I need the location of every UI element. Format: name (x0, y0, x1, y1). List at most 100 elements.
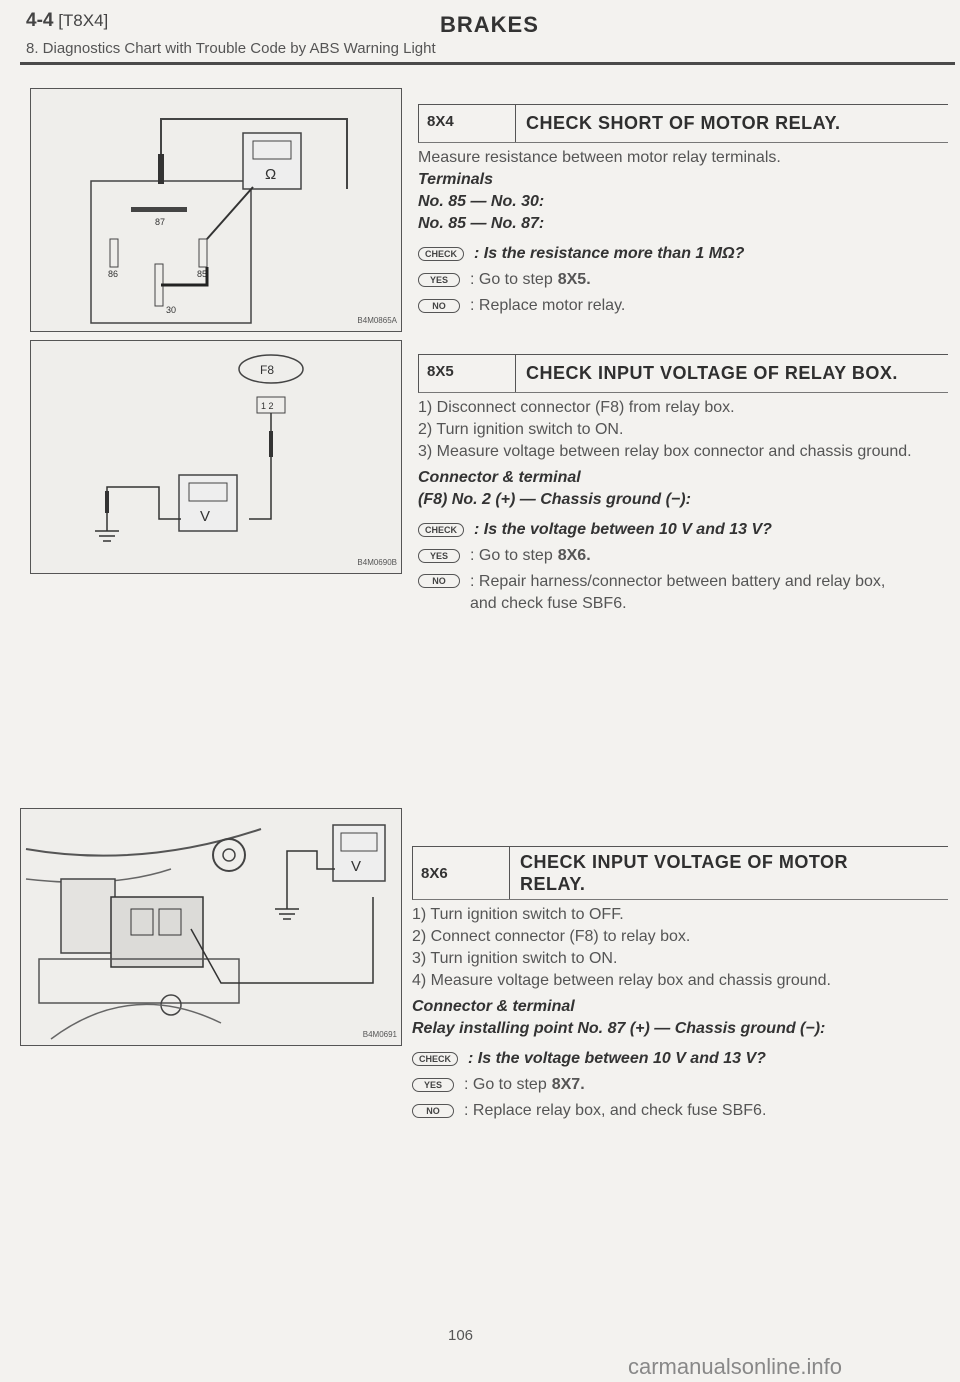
meter-probe (206, 186, 254, 240)
strut-mount-center (222, 848, 236, 862)
volt-symbol: V (351, 858, 361, 875)
probe-lead-positive (249, 413, 272, 520)
engine-bay-diagram: V (25, 824, 386, 1040)
probe-lead-bottom (161, 267, 209, 287)
check-row: CHECK : Is the voltage between 10 V and … (418, 519, 948, 541)
yes-badge: YES (418, 549, 460, 563)
step-title: CHECK INPUT VOLTAGE OF MOTOR RELAY. (520, 852, 848, 894)
battery-box (60, 878, 116, 954)
step-header: 8X6 CHECK INPUT VOLTAGE OF MOTOR RELAY. (412, 846, 948, 900)
check-question: : Is the resistance more than 1 MΩ? (474, 245, 745, 262)
relay-box (110, 896, 204, 968)
voltmeter (332, 824, 386, 882)
yes-row: YES : Go to step 8X7. (412, 1074, 948, 1096)
procedure-step: 3) Measure voltage between relay box con… (418, 443, 912, 460)
spec-line: No. 85 — No. 30: (418, 193, 545, 210)
procedure-step: 1) Disconnect connector (F8) from relay … (418, 399, 735, 416)
step-id: 8X5 (419, 355, 516, 392)
ohmmeter-display (252, 140, 292, 160)
no-row: NO : Repair harness/connector between ba… (418, 571, 948, 615)
yes-row: YES : Go to step 8X6. (418, 545, 948, 567)
step-title: CHECK INPUT VOLTAGE OF RELAY BOX. (526, 363, 898, 383)
check-badge: CHECK (418, 523, 465, 537)
relay-ohmmeter-diagram: 87 86 85 30 Ω (90, 118, 348, 324)
spec-heading: Terminals (418, 171, 493, 188)
step-intro: Measure resistance between motor relay t… (418, 149, 781, 166)
yes-target: 8X6. (557, 547, 591, 564)
relay-body (90, 180, 252, 324)
figure-code: B4M0690B (357, 558, 397, 567)
yes-target: 8X7. (551, 1076, 585, 1093)
watermark: carmanualsonline.info (628, 1354, 843, 1379)
section-tag: [T8X4] (58, 11, 109, 30)
yes-text: : Go to step (470, 547, 553, 564)
spec-heading: Connector & terminal (418, 469, 581, 486)
relay-slot-2 (158, 908, 182, 936)
step-header: 8X5 CHECK INPUT VOLTAGE OF RELAY BOX. (418, 354, 948, 393)
terminal-87-blade (158, 154, 164, 184)
spec-line: No. 85 — No. 87: (418, 215, 545, 232)
spec-line: Relay installing point No. 87 (+) — Chas… (412, 1020, 826, 1037)
relay-slot-1 (130, 908, 154, 936)
body-panel-line (25, 828, 262, 857)
no-badge: NO (418, 299, 460, 313)
step-id: 8X6 (413, 847, 510, 899)
spec-heading: Connector & terminal (412, 998, 575, 1015)
voltmeter-display (340, 832, 378, 852)
page-subtitle: 8. Diagnostics Chart with Trouble Code b… (26, 40, 436, 57)
terminal-87-tab (131, 207, 187, 212)
abs-unit (38, 958, 240, 1004)
no-text: : Replace relay box, and check fuse SBF6… (464, 1102, 767, 1119)
figure-code: B4M0865A (357, 316, 397, 325)
probe-lead (190, 897, 374, 984)
yes-badge: YES (412, 1078, 454, 1092)
yes-text: : Go to step (470, 271, 553, 288)
voltmeter-display (188, 482, 228, 502)
yes-text: : Go to step (464, 1076, 547, 1093)
no-text: : Replace motor relay. (470, 297, 626, 314)
figure-code: B4M0691 (362, 1030, 397, 1039)
volt-symbol: V (200, 508, 210, 525)
no-badge: NO (412, 1104, 454, 1118)
terminal-87-label: 87 (155, 217, 165, 227)
yes-badge: YES (418, 273, 460, 287)
connector-voltmeter-diagram: F8 1 2 V (95, 354, 304, 542)
check-question: : Is the voltage between 10 V and 13 V? (474, 521, 772, 538)
connector-callout (238, 354, 304, 384)
figure-connector-voltmeter: F8 1 2 V B4M0690B (30, 340, 402, 574)
figure-relay-ohmmeter: 87 86 85 30 Ω B4M0865A (30, 88, 402, 332)
procedure-step: 3) Turn ignition switch to ON. (412, 950, 618, 967)
page-code-number: 4-4 (26, 10, 54, 31)
step-8x5: 8X5 CHECK INPUT VOLTAGE OF RELAY BOX. 1)… (418, 354, 948, 619)
yes-target: 8X5. (557, 271, 591, 288)
ground-probe (105, 491, 109, 513)
no-badge: NO (418, 574, 460, 588)
yes-row: YES : Go to step 8X5. (418, 269, 948, 291)
no-row: NO : Replace motor relay. (418, 295, 948, 317)
check-row: CHECK : Is the voltage between 10 V and … (412, 1048, 948, 1070)
fender-line (50, 1003, 222, 1040)
check-row: CHECK : Is the resistance more than 1 MΩ… (418, 243, 948, 265)
ground-lead (286, 850, 335, 909)
terminal-30-label: 30 (166, 305, 176, 315)
terminal-85-label: 85 (197, 269, 207, 279)
terminal-85 (198, 238, 208, 268)
connector-pins: 1 2 (261, 401, 274, 411)
step-title: CHECK SHORT OF MOTOR RELAY. (526, 113, 841, 133)
page-code: 4-4 [T8X4] (26, 10, 108, 32)
ohm-symbol: Ω (265, 166, 276, 183)
figure-engine-bay-voltmeter: V B4M0691 (20, 808, 402, 1046)
step-id: 8X4 (419, 105, 516, 142)
terminal-86 (109, 238, 119, 268)
probe-lead-negative (106, 486, 181, 531)
procedure-step: 1) Turn ignition switch to OFF. (412, 906, 624, 923)
procedure-step: 4) Measure voltage between relay box and… (412, 972, 831, 989)
step-8x4: 8X4 CHECK SHORT OF MOTOR RELAY. Measure … (418, 104, 948, 321)
page-title: BRAKES (440, 12, 539, 37)
step-header: 8X4 CHECK SHORT OF MOTOR RELAY. (418, 104, 948, 143)
terminal-86-label: 86 (108, 269, 118, 279)
step-8x6: 8X6 CHECK INPUT VOLTAGE OF MOTOR RELAY. … (412, 846, 948, 1126)
check-question: : Is the voltage between 10 V and 13 V? (468, 1050, 766, 1067)
connector-label: F8 (260, 363, 274, 377)
strut-mount (212, 838, 246, 872)
